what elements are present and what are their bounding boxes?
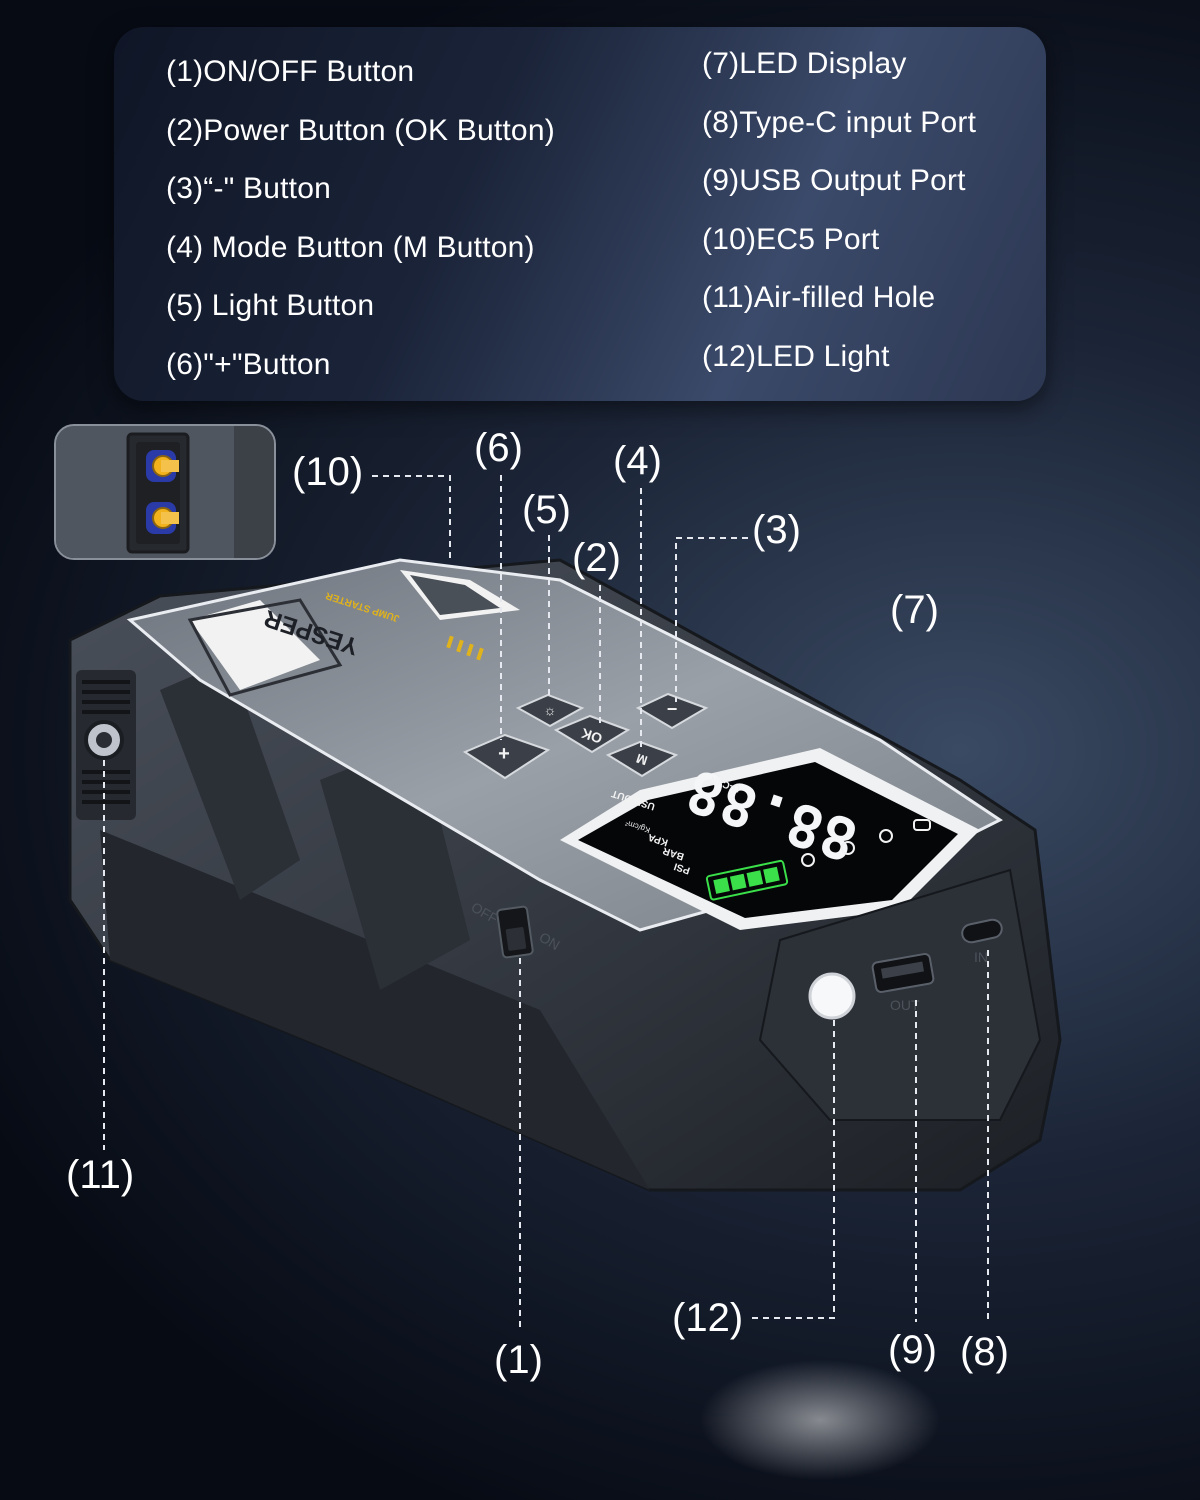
legend-column-right: (7)LED Display (8)Type-C input Port (9)U… — [702, 49, 976, 400]
air-filled-hole-inner — [96, 732, 112, 748]
callout-1: (1) — [494, 1338, 543, 1382]
mode-button[interactable]: M — [605, 740, 679, 778]
legend-item: (4) Mode Button (M Button) — [166, 230, 535, 264]
legend-item: (7)LED Display — [702, 47, 907, 80]
callout-12: (12) — [672, 1296, 744, 1340]
callout-4: (4) — [613, 439, 662, 483]
led-display: 88.88 USB OUT U-C IN PSI BAR KPA Kg/cm² — [560, 748, 980, 930]
legend-item: (9)USB Output Port — [702, 164, 966, 197]
usb-output-port[interactable]: OUT — [871, 952, 935, 1013]
callout-8: (8) — [960, 1330, 1009, 1374]
callout-2: (2) — [572, 536, 621, 580]
callout-7: (7) — [890, 588, 939, 632]
legend-item: (3)“-" Button — [166, 172, 331, 205]
callout-11: (11) — [66, 1153, 135, 1197]
ec5-socket-top — [146, 450, 179, 482]
legend-item: (8)Type-C input Port — [702, 105, 977, 139]
legend-item: (2)Power Button (OK Button) — [166, 113, 555, 147]
ec5-port-illustration — [56, 426, 274, 558]
legend-item: (1)ON/OFF Button — [166, 55, 415, 88]
ok-button[interactable]: OK — [553, 714, 631, 754]
plus-button[interactable]: + — [462, 733, 551, 780]
callout-3: (3) — [752, 508, 801, 552]
light-glow — [700, 1360, 940, 1480]
leader-line-12 — [752, 1020, 835, 1319]
ec5-port-inset — [54, 424, 276, 560]
air-vent-grille — [82, 680, 130, 804]
type-c-port-label: IN — [974, 949, 988, 965]
callout-9: (9) — [888, 1328, 937, 1372]
leader-line-3 — [675, 537, 748, 702]
callout-10: (10) — [292, 450, 364, 494]
brand-stripes — [446, 635, 484, 661]
plus-button-label: + — [498, 743, 510, 765]
legend-column-left: (1)ON/OFF Button (2)Power Button (OK But… — [166, 57, 555, 408]
legend-item: (10)EC5 Port — [702, 222, 880, 256]
side-rib — [160, 660, 300, 900]
type-c-input-port[interactable]: IN — [961, 918, 1004, 965]
light-button[interactable]: ☼ — [515, 693, 585, 728]
ec5-socket-bottom — [146, 502, 179, 534]
device-side — [100, 830, 650, 1190]
legend-item: (12)LED Light — [702, 339, 890, 373]
unit-psi: PSI — [673, 860, 692, 876]
accent-insert — [190, 600, 320, 690]
usb-out-port-label: OUT — [890, 997, 920, 1013]
battery-indicator — [705, 859, 789, 901]
mode-icons — [801, 819, 931, 867]
legend-panel: (1)ON/OFF Button (2)Power Button (OK But… — [114, 27, 1046, 401]
accent-insert — [187, 598, 343, 697]
legend-item: (6)"+"Button — [166, 347, 331, 381]
callout-5: (5) — [522, 488, 571, 532]
light-icon: ☼ — [544, 702, 557, 718]
callout-6: (6) — [474, 426, 523, 470]
mode-button-label: M — [634, 751, 649, 769]
accent-insert — [410, 575, 500, 615]
legend-item: (11)Air-filled Hole — [702, 281, 936, 314]
led-light — [808, 972, 856, 1020]
minus-button-label: − — [667, 699, 678, 719]
minus-button[interactable]: − — [635, 692, 709, 730]
legend-item: (5) Light Button — [166, 289, 375, 322]
leader-line-10 — [372, 475, 451, 560]
ok-button-label: OK — [579, 725, 604, 747]
